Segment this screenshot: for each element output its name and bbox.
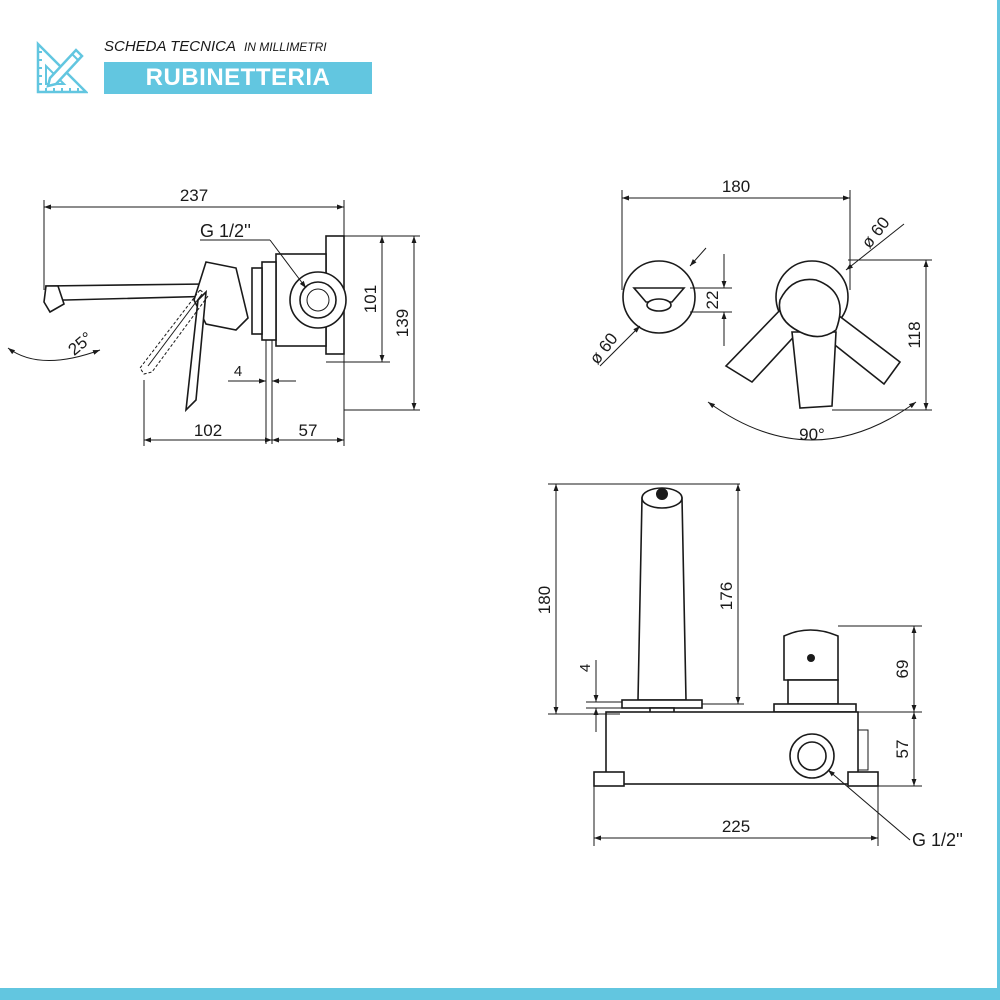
dim-front-offset: 4 (577, 664, 594, 672)
right-accent-band (997, 0, 1000, 1000)
category-banner: RUBINETTERIA (104, 62, 372, 94)
dim-spout-height: 176 (717, 582, 736, 610)
dim-rear-depth: 57 (299, 421, 318, 440)
top-view: 180 ø 60 ø 60 22 118 90° (586, 177, 932, 444)
front-connection-label: G 1/2'' (912, 830, 963, 850)
dim-depth: 118 (905, 321, 924, 348)
side-view-part (43, 235, 347, 413)
dim-front-length: 102 (194, 421, 222, 440)
dim-small-height: 22 (703, 291, 722, 310)
dim-offset: 4 (234, 363, 242, 380)
dim-height-total: 139 (393, 309, 412, 337)
top-view-part (622, 260, 902, 409)
dim-diameter-right: ø 60 (858, 213, 894, 252)
dim-rotation: 90° (799, 425, 825, 444)
dim-front-total-height: 180 (535, 586, 554, 614)
dim-angle: 25° (65, 328, 97, 359)
doc-units: IN MILLIMETRI (243, 40, 327, 54)
dim-overall-length: 237 (180, 186, 208, 205)
dim-box-height: 57 (893, 740, 912, 759)
side-view: 237 G 1/2'' 101 139 25° 4 102 57 (7, 186, 420, 446)
front-view: 180 176 4 69 57 225 G 1/2'' (535, 483, 963, 850)
side-connection-label: G 1/2'' (200, 221, 251, 241)
footer-accent-band (0, 988, 1000, 1000)
dim-top-width: 180 (722, 177, 750, 196)
ruler-pencil-icon (36, 40, 88, 94)
dim-height-inner: 101 (361, 285, 380, 313)
dim-handle-height: 69 (893, 660, 912, 679)
front-view-part (593, 487, 879, 787)
dim-box-width: 225 (722, 817, 750, 836)
dim-diameter-left: ø 60 (586, 329, 622, 368)
